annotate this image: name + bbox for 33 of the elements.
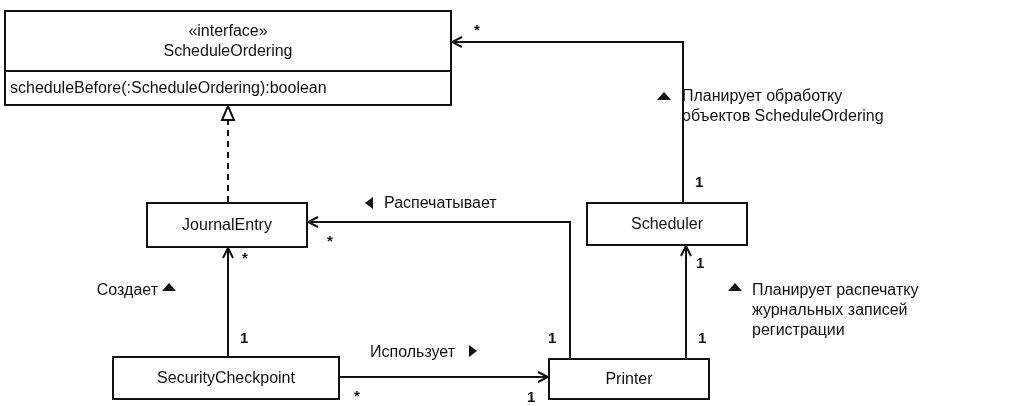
class-name: SecurityCheckpoint bbox=[156, 368, 296, 388]
multiplicity-label: * bbox=[354, 388, 360, 404]
class-box bbox=[548, 358, 710, 400]
realization-arrow bbox=[221, 105, 235, 203]
class-name: JournalEntry bbox=[181, 215, 273, 235]
class-box bbox=[146, 202, 308, 248]
class-box bbox=[112, 356, 340, 400]
class-name: Printer bbox=[604, 369, 654, 389]
multiplicity-label: 1 bbox=[698, 330, 707, 346]
class-name: ScheduleOrdering bbox=[163, 41, 293, 61]
multiplicity-label: * bbox=[327, 233, 333, 249]
association-arrow bbox=[339, 371, 549, 383]
class-name: Scheduler bbox=[629, 214, 704, 234]
multiplicity-label: * bbox=[474, 22, 480, 38]
association-arrow bbox=[222, 247, 234, 357]
association-arrow bbox=[307, 216, 571, 359]
edge-label: Планирует распечатку журнальных записей регистрации bbox=[752, 280, 920, 340]
multiplicity-label: 1 bbox=[695, 174, 704, 190]
interface-box bbox=[4, 10, 452, 106]
multiplicity-label: * bbox=[242, 250, 248, 266]
stereotype-label: «interface» bbox=[188, 21, 268, 41]
edge-label: Использует bbox=[370, 342, 457, 362]
edge-label: Создает bbox=[95, 280, 158, 300]
edge-label: Распечатывает bbox=[384, 193, 498, 213]
multiplicity-label: 1 bbox=[548, 330, 557, 346]
class-box bbox=[586, 202, 748, 246]
multiplicity-label: 1 bbox=[527, 389, 536, 405]
method-signature: scheduleBefore(:ScheduleOrdering):boolean bbox=[10, 78, 328, 98]
association-arrow bbox=[680, 245, 692, 359]
edge-label: Планирует обработку объектов ScheduleOrdering bbox=[682, 86, 885, 126]
multiplicity-label: 1 bbox=[240, 330, 249, 346]
multiplicity-label: 1 bbox=[696, 255, 705, 271]
association-arrow bbox=[451, 36, 684, 203]
